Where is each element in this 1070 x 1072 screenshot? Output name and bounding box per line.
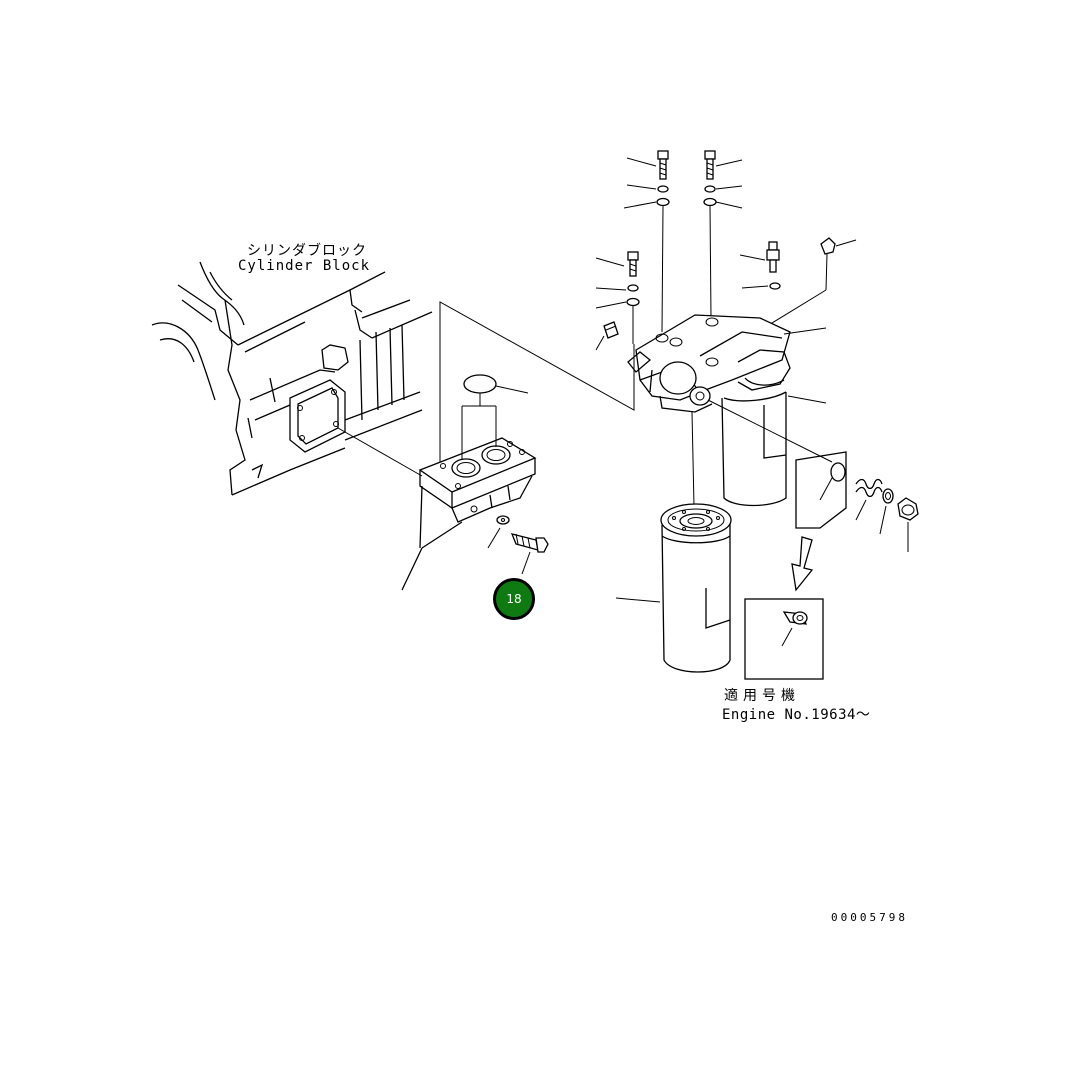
- top-bolts: [595, 150, 743, 344]
- applicable-serial-label-jp: 適用号機: [724, 688, 800, 704]
- engine-number-label: Engine No.19634～: [722, 707, 871, 723]
- plug-left: [595, 321, 619, 351]
- relief-valve-parts: [855, 478, 919, 552]
- detail-view: [744, 536, 824, 680]
- cylinder-block-label-jp: シリンダブロック: [247, 243, 367, 259]
- sensor: [739, 241, 781, 290]
- callout-18-button[interactable]: 18: [493, 578, 535, 620]
- filter-bracket: [401, 437, 537, 591]
- main-filter: [615, 503, 732, 673]
- drawing-number: 00005798: [831, 911, 908, 924]
- filter-rear: [721, 391, 787, 507]
- detail-inset-plug: [707, 399, 847, 529]
- gasket: [461, 374, 529, 460]
- cylinder-block-label-en: Cylinder Block: [238, 258, 371, 274]
- cylinder-block: [151, 261, 433, 496]
- filter-head: [627, 314, 827, 413]
- bolt-and-washer: [487, 515, 549, 575]
